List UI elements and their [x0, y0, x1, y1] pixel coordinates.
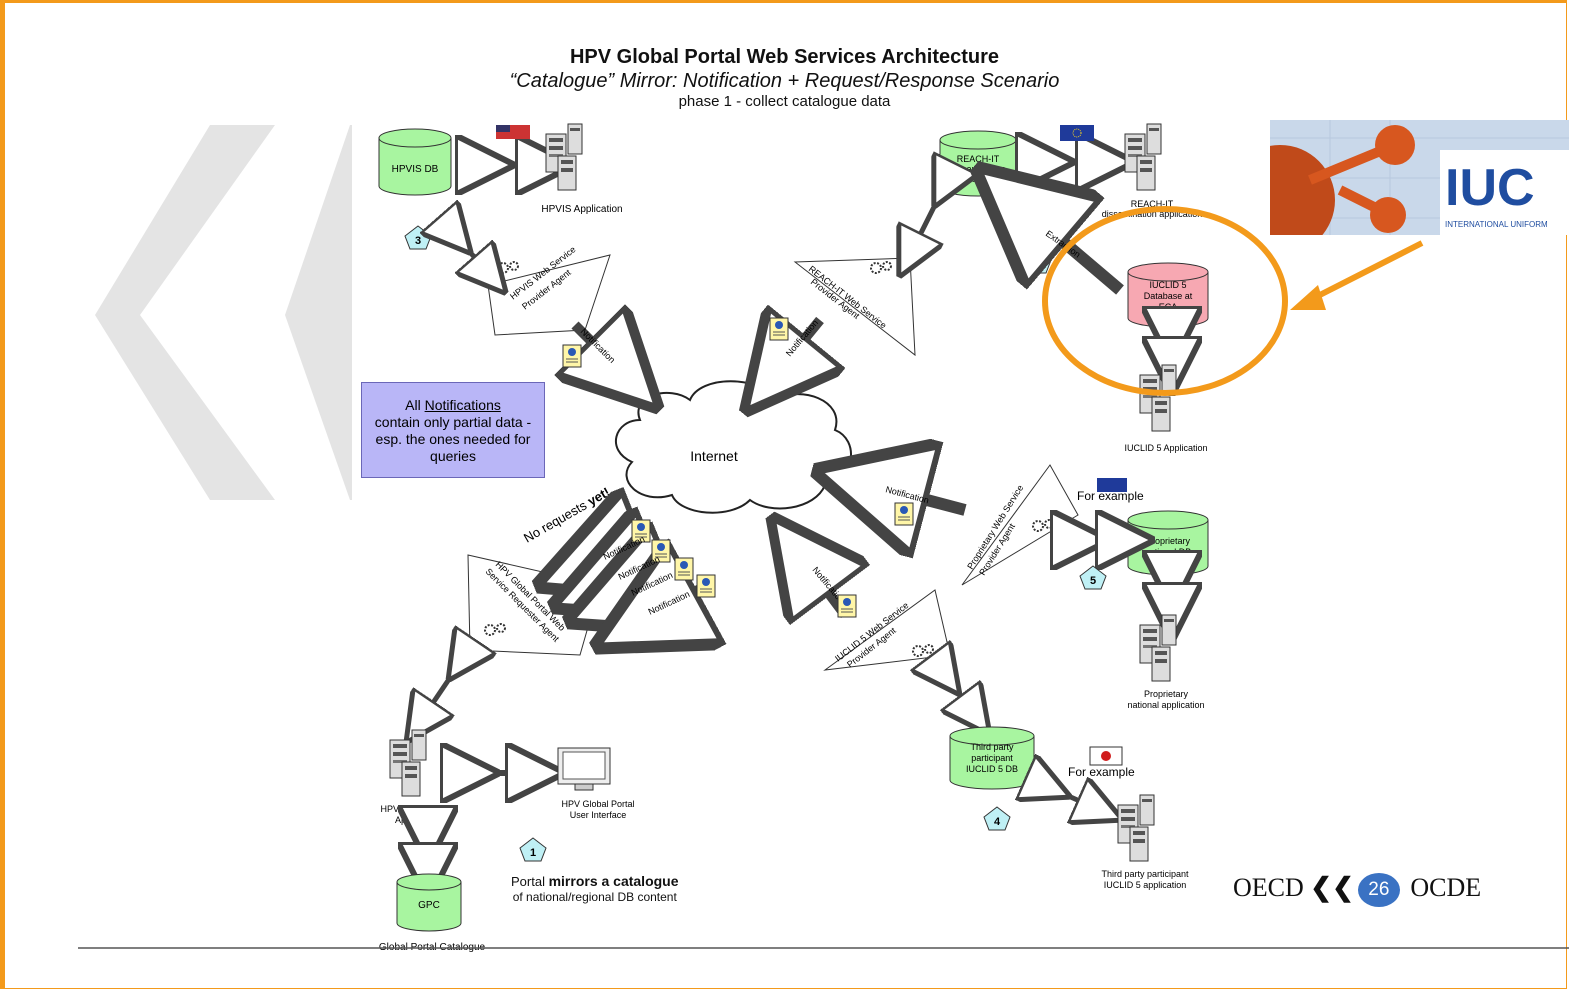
- svg-text:national application: national application: [1127, 700, 1204, 710]
- svg-text:GPC: GPC: [418, 900, 440, 911]
- svg-text:2: 2: [1035, 259, 1041, 271]
- diagram-phase: phase 1 - collect catalogue data: [678, 93, 891, 110]
- thirdparty-server-icon: [1117, 794, 1155, 862]
- badge-1: [519, 837, 547, 862]
- reach-agent: [793, 257, 916, 357]
- svg-text:IUCLID 5 application: IUCLID 5 application: [1104, 880, 1187, 890]
- gp-agent-arrow: [420, 660, 462, 722]
- svg-text:INTERNATIONAL UNIFORM: INTERNATIONAL UNIFORM: [1445, 220, 1548, 229]
- svg-text:Proprietary: Proprietary: [1146, 536, 1191, 546]
- au-flag-icon: [1097, 478, 1127, 492]
- svg-text:Notification: Notification: [579, 326, 618, 365]
- reach-notification-doc-icon: [769, 317, 789, 341]
- portal-mirrors-text: Portal mirrors a catalogue of national/r…: [511, 873, 679, 904]
- svg-text:Third party participant: Third party participant: [1101, 869, 1189, 879]
- diagram-title: HPV Global Portal Web Services Architect…: [569, 46, 1000, 68]
- reach-server-icon: [1124, 123, 1162, 191]
- notifications-note: All Notifications contain only partial d…: [361, 382, 545, 478]
- diagram-subtitle: “Catalogue” Mirror: Notification + Reque…: [509, 70, 1060, 92]
- svg-text:HPV Global Portal: HPV Global Portal: [561, 799, 634, 809]
- hpvis-notification-arrow: [575, 325, 625, 375]
- svg-text:For example: For example: [1068, 765, 1135, 779]
- gpc-db: [396, 873, 462, 932]
- svg-text:User Interface: User Interface: [570, 810, 627, 820]
- iuclid5-server-icon: [1139, 364, 1177, 432]
- oecd-logo: OECD ❮❮26 OCDE: [1233, 873, 1481, 908]
- highlight-circle: [1042, 206, 1288, 396]
- svg-text:participant: participant: [971, 753, 1013, 763]
- svg-text:IUCLID 5 DB: IUCLID 5 DB: [966, 764, 1018, 774]
- proprietary-agent: [961, 464, 1079, 586]
- chevron-icon: ❮❮: [1310, 873, 1354, 902]
- reach-notification-arrow: [775, 320, 820, 375]
- svg-text:REACH-IT: REACH-IT: [1131, 199, 1174, 209]
- gp-server-icon: [389, 729, 427, 797]
- no-requests-label: No requests yet!: [521, 484, 612, 545]
- svg-text:Notification: Notification: [784, 318, 820, 359]
- highlight-arrow: [1308, 240, 1424, 303]
- svg-text:dissemination application: dissemination application: [1102, 209, 1203, 219]
- hpvis-agent-arrow: [455, 235, 490, 275]
- hpvis-db: [378, 128, 452, 196]
- svg-text:3: 3: [415, 235, 421, 247]
- hpvis-app-label: HPVIS Application: [541, 204, 622, 215]
- svg-text:Application: Application: [395, 815, 439, 825]
- badge-4: [983, 806, 1011, 831]
- iuc-logo: IUC INTERNATIONAL UNIFORM: [1270, 120, 1569, 235]
- proprietary-notification-doc-icon: [894, 502, 914, 526]
- internet-cloud: [614, 380, 852, 514]
- svg-text:Proprietary: Proprietary: [1144, 689, 1189, 699]
- iuclid5-notification-doc-icon: [837, 594, 857, 618]
- proprietary-server-icon: [1139, 614, 1177, 682]
- svg-text:Database at: Database at: [1144, 291, 1193, 301]
- svg-text:1: 1: [530, 847, 536, 859]
- decorative-chevrons: [95, 125, 352, 500]
- svg-text:database: database: [959, 174, 996, 184]
- badge-5: [1079, 565, 1107, 590]
- svg-text:IUCLID 5 Application: IUCLID 5 Application: [1124, 443, 1207, 453]
- page-number: 26: [1357, 873, 1400, 908]
- notification-stack: [590, 520, 715, 620]
- thirdparty-agent-arrow: [945, 675, 975, 715]
- svg-text:ECA: ECA: [1159, 302, 1178, 312]
- svg-text:dissemination: dissemination: [950, 164, 1005, 174]
- svg-text:IUCLID 5: IUCLID 5: [1149, 280, 1186, 290]
- svg-text:HPV Global Portal: HPV Global Portal: [380, 804, 453, 814]
- reach-agent-arrow: [910, 185, 945, 255]
- eu-flag-icon: [1060, 125, 1094, 141]
- hpvis-db-label: HPVIS DB: [392, 164, 439, 175]
- proprietary-notification-arrow: [870, 485, 967, 510]
- svg-text:Notification: Notification: [884, 484, 930, 505]
- hpvis-server-icon: [545, 123, 583, 191]
- svg-text:4: 4: [994, 816, 1001, 828]
- svg-text:5: 5: [1090, 575, 1096, 587]
- svg-text:national DB: national DB: [1145, 547, 1192, 557]
- monitor-icon: [557, 747, 611, 791]
- thirdparty-app-arrow: [1048, 787, 1100, 810]
- svg-text:IUC: IUC: [1445, 159, 1535, 217]
- svg-text:For example: For example: [1077, 489, 1144, 503]
- hpvis-agent-gears-icon: [497, 261, 519, 274]
- hpvis-notification-doc-icon: [562, 344, 582, 368]
- svg-text:REACH-IT: REACH-IT: [957, 154, 1000, 164]
- svg-text:Third party: Third party: [970, 742, 1014, 752]
- internet-label: Internet: [690, 448, 738, 464]
